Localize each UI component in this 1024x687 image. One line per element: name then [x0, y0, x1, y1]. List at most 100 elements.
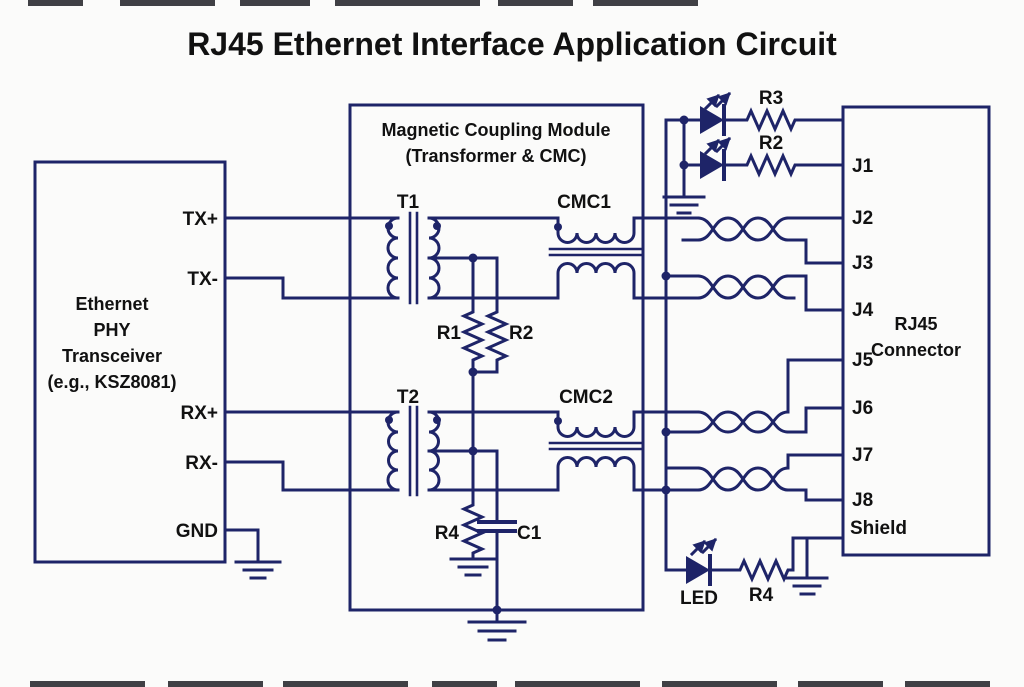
wire-to-j5 [786, 358, 845, 414]
phy-name-line1: Ethernet [75, 294, 148, 314]
magnetic-module-block: Magnetic Coupling Module (Transformer & … [348, 103, 645, 612]
pin-label-rx-plus: RX+ [181, 403, 219, 424]
pin-label-j2: J2 [852, 208, 873, 229]
center-tap-divider [427, 253, 510, 453]
wire-to-j7 [786, 453, 845, 470]
t2-primary-winding [386, 410, 400, 492]
ground-symbol-phy [234, 560, 282, 580]
t1-phase-dot [385, 222, 393, 230]
ground-symbol-shield [785, 576, 829, 596]
junction-dot [492, 605, 502, 615]
wire-to-shield [791, 536, 845, 572]
ground-symbol-r4 [449, 557, 497, 577]
bottom-led-circuit: LED R4 [664, 536, 845, 609]
junction-dot [468, 367, 478, 377]
led2-light-arrow [703, 138, 721, 156]
wire-to-j4 [786, 274, 845, 312]
t1-phase-dot [433, 222, 441, 230]
label-t1: T1 [397, 192, 420, 213]
led2-light-arrow [714, 136, 732, 154]
cmc2-bottom-winding [427, 456, 700, 492]
phy-transceiver-block: Ethernet PHY Transceiver (e.g., KSZ8081)… [33, 160, 227, 564]
wire-rx-minus [223, 460, 400, 492]
pin-label-j4: J4 [852, 300, 874, 321]
junction-dot [661, 485, 671, 495]
label-c1: C1 [517, 523, 542, 544]
twisted-pair-b [664, 274, 845, 312]
resistor-r2 [471, 256, 510, 374]
label-cmc1: CMC1 [557, 192, 611, 213]
label-t2: T2 [397, 387, 419, 408]
led1-light-arrow [703, 93, 721, 111]
twisted-pair-strand [696, 274, 790, 300]
pin-label-j1: J1 [852, 156, 874, 177]
pin-label-j6: J6 [852, 398, 873, 419]
rj45-connector-block: RJ45 Connector J1 J2 J3 J4 J5 J6 J7 J8 S… [841, 105, 991, 557]
cmc2-choke [427, 410, 700, 492]
t2-phase-dot [433, 416, 441, 424]
t2-phase-dot [385, 416, 393, 424]
led3-light-arrow [700, 537, 718, 555]
wire-to-j3 [786, 238, 845, 265]
pin-label-shield: Shield [850, 518, 907, 539]
twisted-pair-strand [696, 466, 790, 492]
rj45-box [841, 105, 991, 557]
phy-wires [223, 216, 400, 580]
rj45-name-line2: Connector [871, 340, 961, 360]
pin-label-j8: J8 [852, 490, 873, 511]
phy-name-line3: Transceiver [62, 346, 162, 366]
led3-diode-icon [686, 556, 710, 584]
diagram-title: RJ45 Ethernet Interface Application Circ… [187, 26, 837, 62]
junction-dot [468, 253, 478, 263]
label-r3-top: R3 [759, 88, 783, 109]
cmc1-phase-dot [554, 223, 562, 231]
junction-dot [679, 160, 689, 170]
wire-to-j8 [786, 488, 845, 502]
label-r2: R2 [509, 323, 533, 344]
pin-label-j7: J7 [852, 445, 873, 466]
twisted-pair-d [664, 453, 845, 502]
termination-network [427, 446, 527, 642]
cmc1-bottom-winding [427, 262, 700, 300]
pin-label-tx-plus: TX+ [183, 209, 218, 230]
led1-light-arrow [714, 91, 732, 109]
pin-label-j5: J5 [852, 350, 874, 371]
twisted-pair-c [664, 358, 845, 434]
label-r4-bottom: R4 [749, 585, 774, 606]
resistor-r2-top [722, 152, 845, 178]
junction-dot [679, 115, 689, 125]
twisted-pair-a [681, 216, 845, 265]
pin-label-tx-minus: TX- [187, 269, 218, 290]
wire-gnd [223, 528, 260, 564]
label-r4: R4 [435, 523, 460, 544]
label-r2-top: R2 [759, 133, 783, 154]
edge-artifacts [28, 0, 990, 687]
twisted-pair-strand [696, 216, 790, 242]
ground-symbol-led [662, 195, 706, 215]
phy-name-line4: (e.g., KSZ8081) [47, 372, 176, 392]
phy-box [33, 160, 227, 564]
led3-light-arrow [689, 539, 707, 557]
twisted-pair-strand [696, 410, 790, 434]
led1-diode-icon [700, 106, 724, 134]
cmc2-phase-dot [554, 417, 562, 425]
top-led-circuit: R3 R2 [662, 88, 845, 215]
cmc2-top-winding [427, 410, 700, 438]
label-led: LED [680, 588, 718, 609]
cmc1-top-winding [427, 216, 700, 244]
led2-diode-icon [700, 151, 724, 179]
magnetic-title-line2: (Transformer & CMC) [405, 146, 586, 166]
wire-to-j6 [786, 406, 845, 434]
ground-symbol-main [467, 620, 527, 642]
resistor-r3 [722, 107, 845, 133]
label-cmc2: CMC2 [559, 387, 613, 408]
pin-label-gnd: GND [176, 521, 218, 542]
cmc1-choke [427, 216, 700, 300]
rj45-name-line1: RJ45 [894, 314, 937, 334]
phy-name-line2: PHY [93, 320, 130, 340]
magnetic-title-line1: Magnetic Coupling Module [382, 120, 611, 140]
t1-primary-winding [386, 216, 400, 300]
resistor-r4-bottom [708, 557, 795, 583]
